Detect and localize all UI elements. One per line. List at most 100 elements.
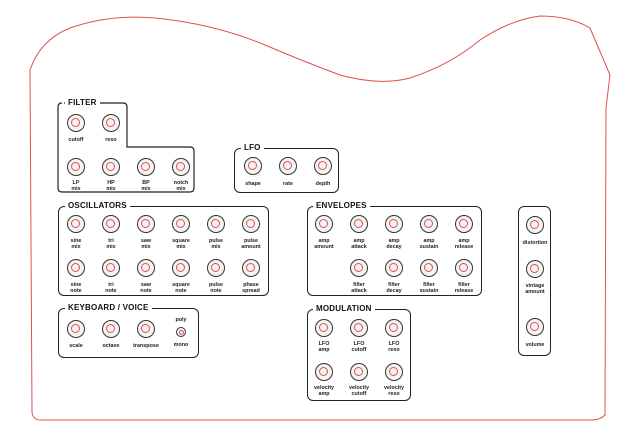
reso-label: reso <box>105 137 117 143</box>
saw-note-knob[interactable] <box>137 259 155 277</box>
amp-release-knob[interactable] <box>455 215 473 233</box>
velocity-cutoff-label: velocity cutoff <box>348 385 370 397</box>
velocity-reso-label: velocity reso <box>383 385 405 397</box>
rate-label: rate <box>283 181 293 187</box>
pulse-amount-label: pulse amount <box>241 238 261 250</box>
hp-mix-label: HP mix <box>106 180 116 192</box>
tri-mix-knob[interactable] <box>102 215 120 233</box>
sine-note-knob[interactable] <box>67 259 85 277</box>
envelopes-panel <box>307 206 482 296</box>
pulse-mix-label: pulse mix <box>208 238 224 250</box>
oscillators-title: OSCILLATORS <box>65 201 130 211</box>
scale-label: scale <box>69 343 83 349</box>
amp-release-label: amp release <box>454 238 474 250</box>
envelopes-title: ENVELOPES <box>313 201 370 211</box>
shape-knob[interactable] <box>244 157 262 175</box>
filter-sustain-label: filter sustain <box>419 282 439 294</box>
lfo-panel <box>234 148 339 193</box>
notch-mix-knob[interactable] <box>172 158 190 176</box>
depth-label: depth <box>315 181 331 187</box>
filter-decay-label: filter decay <box>386 282 402 294</box>
velocity-amp-label: velocity amp <box>313 385 335 397</box>
volume-label: volume <box>525 342 545 348</box>
filter-sustain-knob[interactable] <box>420 259 438 277</box>
pulse-note-knob[interactable] <box>207 259 225 277</box>
tri-note-knob[interactable] <box>102 259 120 277</box>
octave-knob[interactable] <box>102 320 120 338</box>
tri-note-label: tri note <box>105 282 117 294</box>
modulation-title: MODULATION <box>313 304 375 314</box>
lfo-reso-knob[interactable] <box>385 319 403 337</box>
lfo-cutoff-label: LFO cutoff <box>351 341 367 353</box>
distortion-label: distortion <box>522 240 548 246</box>
filter-attack-knob[interactable] <box>350 259 368 277</box>
hp-mix-knob[interactable] <box>102 158 120 176</box>
amp-decay-label: amp decay <box>386 238 402 250</box>
tri-mix-label: tri mix <box>106 238 116 250</box>
filter-release-label: filter release <box>454 282 474 294</box>
filter-release-knob[interactable] <box>455 259 473 277</box>
lfo-reso-label: LFO reso <box>388 341 400 353</box>
square-note-label: square note <box>172 282 190 294</box>
saw-mix-label: saw mix <box>140 238 152 250</box>
phase-spread-label: phase spread <box>242 282 260 294</box>
poly-label: poly <box>175 317 187 323</box>
sine-note-label: sine note <box>70 282 82 294</box>
distortion-knob[interactable] <box>526 216 544 234</box>
amp-decay-knob[interactable] <box>385 215 403 233</box>
amp-amount-label: amp amount <box>314 238 334 250</box>
amp-sustain-knob[interactable] <box>420 215 438 233</box>
master-panel <box>518 206 551 356</box>
notch-mix-label: notch mix <box>173 180 189 192</box>
square-mix-label: square mix <box>172 238 190 250</box>
transpose-label: transpose <box>133 343 159 349</box>
pulse-mix-knob[interactable] <box>207 215 225 233</box>
square-note-knob[interactable] <box>172 259 190 277</box>
cutoff-knob[interactable] <box>67 114 85 132</box>
lfo-title: LFO <box>241 143 264 153</box>
lp-mix-knob[interactable] <box>67 158 85 176</box>
sine-mix-label: sine mix <box>70 238 82 250</box>
keyboard-title: KEYBOARD / VOICE <box>65 303 152 313</box>
filter-attack-label: filter attack <box>351 282 367 294</box>
pulse-amount-knob[interactable] <box>242 215 260 233</box>
velocity-reso-knob[interactable] <box>385 363 403 381</box>
mono-label: mono <box>173 342 189 348</box>
amp-attack-label: amp attack <box>351 238 367 250</box>
filter-title: FILTER <box>65 98 100 108</box>
amp-sustain-label: amp sustain <box>419 238 439 250</box>
shape-label: shape <box>245 181 261 187</box>
filter-decay-knob[interactable] <box>385 259 403 277</box>
depth-knob[interactable] <box>314 157 332 175</box>
phase-spread-knob[interactable] <box>242 259 260 277</box>
lp-mix-label: LP mix <box>71 180 81 192</box>
saw-mix-knob[interactable] <box>137 215 155 233</box>
oscillators-panel <box>58 206 269 296</box>
amp-amount-knob[interactable] <box>315 215 333 233</box>
transpose-knob[interactable] <box>137 320 155 338</box>
bp-mix-knob[interactable] <box>137 158 155 176</box>
lfo-cutoff-knob[interactable] <box>350 319 368 337</box>
scale-knob[interactable] <box>67 320 85 338</box>
reso-knob[interactable] <box>102 114 120 132</box>
vintage-amount-knob[interactable] <box>526 260 544 278</box>
cutoff-label: cutoff <box>68 137 84 143</box>
saw-note-label: saw note <box>140 282 152 294</box>
vintage-amount-label: vintage amount <box>525 283 545 295</box>
octave-label: octave <box>102 343 120 349</box>
volume-knob[interactable] <box>526 318 544 336</box>
poly-mono-toggle[interactable] <box>176 327 186 337</box>
sine-mix-knob[interactable] <box>67 215 85 233</box>
lfo-amp-label: LFO amp <box>318 341 330 353</box>
velocity-cutoff-knob[interactable] <box>350 363 368 381</box>
rate-knob[interactable] <box>279 157 297 175</box>
square-mix-knob[interactable] <box>172 215 190 233</box>
bp-mix-label: BP mix <box>141 180 151 192</box>
amp-attack-knob[interactable] <box>350 215 368 233</box>
lfo-amp-knob[interactable] <box>315 319 333 337</box>
pulse-note-label: pulse note <box>208 282 224 294</box>
velocity-amp-knob[interactable] <box>315 363 333 381</box>
